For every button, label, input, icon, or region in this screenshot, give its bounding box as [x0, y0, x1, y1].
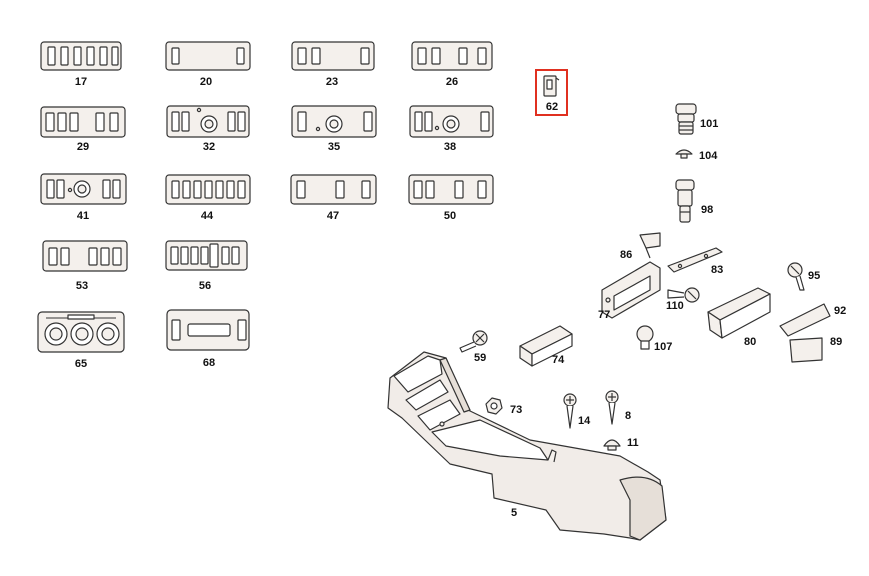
panel-56[interactable]	[165, 240, 248, 271]
label-14: 14	[578, 415, 591, 427]
label-110: 110	[666, 300, 684, 312]
label-73: 73	[510, 404, 523, 416]
panel-29[interactable]	[40, 106, 126, 138]
label-38: 38	[443, 141, 457, 153]
label-95: 95	[808, 270, 821, 282]
panel-44[interactable]	[165, 174, 251, 205]
clip-62[interactable]	[543, 75, 560, 97]
block-74[interactable]	[519, 325, 573, 367]
label-104: 104	[699, 150, 718, 162]
panel-20[interactable]	[165, 41, 251, 71]
nut-73[interactable]	[485, 397, 503, 415]
label-80: 80	[744, 336, 757, 348]
label-59: 59	[474, 352, 487, 364]
label-8: 8	[625, 410, 632, 422]
grommet-104[interactable]	[675, 149, 693, 159]
label-26: 26	[445, 76, 459, 88]
panel-38[interactable]	[409, 105, 494, 138]
panel-47[interactable]	[290, 174, 377, 205]
screw-14[interactable]	[563, 393, 577, 429]
label-83: 83	[711, 264, 724, 276]
label-101: 101	[700, 118, 719, 130]
lighter-101[interactable]	[675, 103, 697, 135]
console-5[interactable]	[387, 351, 667, 541]
panel-68[interactable]	[166, 309, 250, 351]
label-77: 77	[598, 309, 611, 321]
bracket-83[interactable]	[667, 247, 723, 273]
pad-89[interactable]	[789, 337, 823, 363]
panel-26[interactable]	[411, 41, 493, 71]
bracket-86[interactable]	[639, 232, 661, 259]
screw-95[interactable]	[787, 262, 805, 291]
label-86: 86	[620, 249, 633, 261]
clip-11[interactable]	[603, 439, 621, 451]
label-17: 17	[74, 76, 88, 88]
ashtray-80[interactable]	[707, 287, 771, 339]
label-41: 41	[76, 210, 90, 222]
label-62: 62	[545, 101, 559, 113]
label-74: 74	[552, 354, 565, 366]
panel-32[interactable]	[166, 105, 250, 138]
label-47: 47	[326, 210, 340, 222]
label-107: 107	[654, 341, 673, 353]
label-5: 5	[511, 507, 518, 519]
panel-41[interactable]	[40, 173, 127, 205]
label-89: 89	[830, 336, 843, 348]
panel-53[interactable]	[42, 240, 128, 272]
label-29: 29	[76, 141, 90, 153]
ashtray-77[interactable]	[601, 261, 661, 319]
panel-35[interactable]	[291, 105, 377, 138]
label-53: 53	[75, 280, 89, 292]
label-92: 92	[834, 305, 847, 317]
highlight-box-62	[535, 69, 568, 116]
screw-59[interactable]	[459, 330, 488, 353]
panel-23[interactable]	[291, 41, 375, 71]
panel-65[interactable]	[37, 311, 125, 353]
panel-50[interactable]	[408, 174, 494, 205]
label-35: 35	[327, 141, 341, 153]
label-65: 65	[74, 358, 88, 370]
trim-92[interactable]	[779, 303, 831, 337]
label-50: 50	[443, 210, 457, 222]
label-23: 23	[325, 76, 339, 88]
label-32: 32	[202, 141, 216, 153]
screw-110[interactable]	[667, 287, 700, 303]
label-11: 11	[627, 437, 639, 449]
label-98: 98	[701, 204, 714, 216]
panel-17[interactable]	[40, 41, 122, 71]
label-44: 44	[200, 210, 214, 222]
lighter-socket-98[interactable]	[675, 179, 695, 223]
label-56: 56	[198, 280, 212, 292]
label-20: 20	[199, 76, 213, 88]
bulb-107[interactable]	[636, 325, 654, 350]
label-68: 68	[202, 357, 216, 369]
screw-8[interactable]	[605, 390, 619, 425]
